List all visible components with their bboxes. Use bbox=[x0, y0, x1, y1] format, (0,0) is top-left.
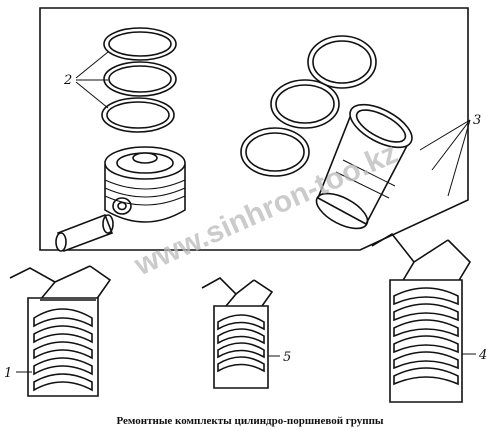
piston bbox=[104, 146, 186, 223]
liner-leader-lines bbox=[419, 119, 471, 197]
rings-leader-lines bbox=[75, 51, 109, 109]
liner-rings bbox=[240, 35, 377, 177]
label-3: 3 bbox=[473, 113, 481, 128]
bearing-box-4 bbox=[371, 232, 476, 403]
label-1: 1 bbox=[4, 366, 12, 381]
label-5: 5 bbox=[283, 350, 291, 365]
piston-pin bbox=[55, 213, 114, 253]
bearing-box-1 bbox=[9, 265, 112, 397]
figure-caption: Ремонтные комплекты цилиндро-поршневой г… bbox=[116, 415, 383, 427]
cylinder-liner bbox=[315, 103, 413, 230]
label-4: 4 bbox=[478, 348, 487, 363]
label-2: 2 bbox=[63, 73, 72, 88]
bearing-box-5 bbox=[201, 277, 280, 389]
piston-rings bbox=[101, 27, 177, 133]
kit-frame bbox=[39, 7, 469, 251]
